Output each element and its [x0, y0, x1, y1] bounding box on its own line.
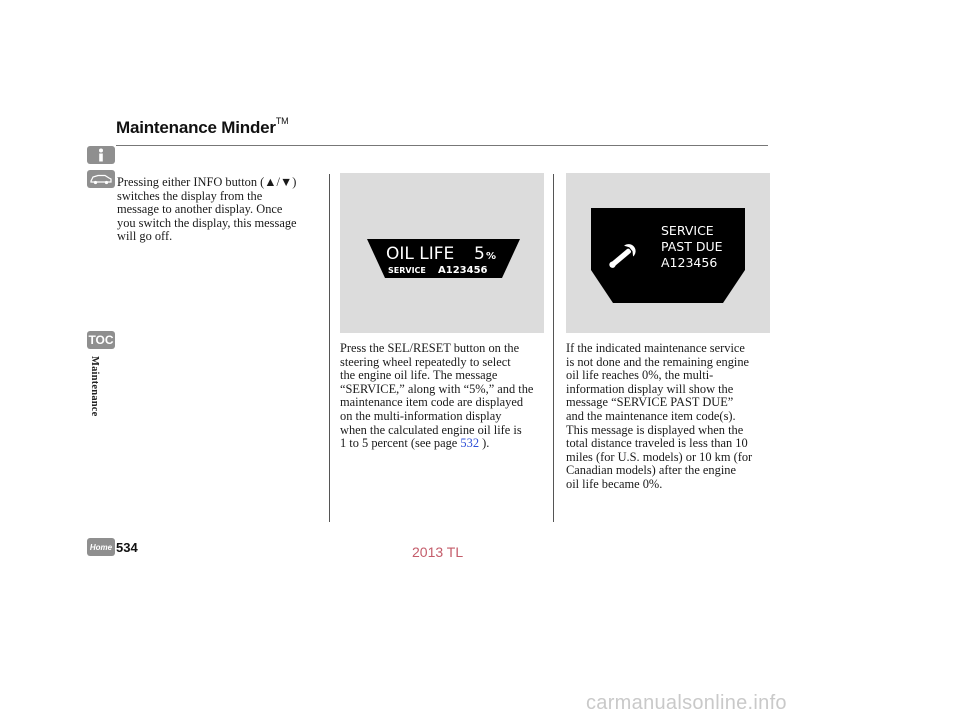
column-divider	[553, 174, 554, 522]
toc-label: TOC	[88, 333, 114, 347]
watermark: 2013 TL	[412, 544, 464, 560]
col1-text: Pressing either INFO button (▲/▼) switch…	[117, 175, 297, 244]
service-past-due-display: SERVICE PAST DUE A123456	[591, 208, 745, 303]
oil-life-percent: 5	[474, 244, 485, 264]
home-button[interactable]: Home	[87, 538, 115, 556]
oil-life-display: OIL LIFE 5 % SERVICE A123456	[367, 239, 520, 278]
header-rule	[116, 145, 768, 146]
service-label: SERVICE	[388, 266, 426, 275]
column-divider	[329, 174, 330, 522]
toc-button[interactable]: TOC	[87, 331, 115, 349]
service-past-due-display-panel: SERVICE PAST DUE A123456	[566, 173, 770, 333]
col2-text: Press the SEL/RESET button on the steeri…	[340, 341, 534, 451]
service-code: A123456	[661, 255, 717, 270]
service-text: SERVICE	[661, 223, 714, 238]
service-code: A123456	[438, 265, 488, 276]
col3-text: If the indicated maintenance service is …	[566, 341, 753, 491]
page-number: 534	[116, 540, 138, 555]
wrench-icon	[609, 244, 636, 268]
oil-life-display-panel: OIL LIFE 5 % SERVICE A123456	[340, 173, 544, 333]
page-link[interactable]: 532	[460, 436, 480, 451]
trademark: TM	[275, 116, 289, 126]
info-icon[interactable]	[87, 146, 115, 164]
oil-life-label: OIL LIFE	[386, 244, 454, 264]
section-label: Maintenance	[89, 356, 100, 417]
past-due-text: PAST DUE	[661, 239, 723, 254]
page-title: Maintenance MinderTM	[116, 116, 289, 137]
car-icon[interactable]	[87, 170, 115, 188]
oil-life-percent-unit: %	[486, 251, 496, 262]
home-label: Home	[89, 542, 113, 552]
site-watermark: carmanualsonline.info	[586, 692, 787, 714]
